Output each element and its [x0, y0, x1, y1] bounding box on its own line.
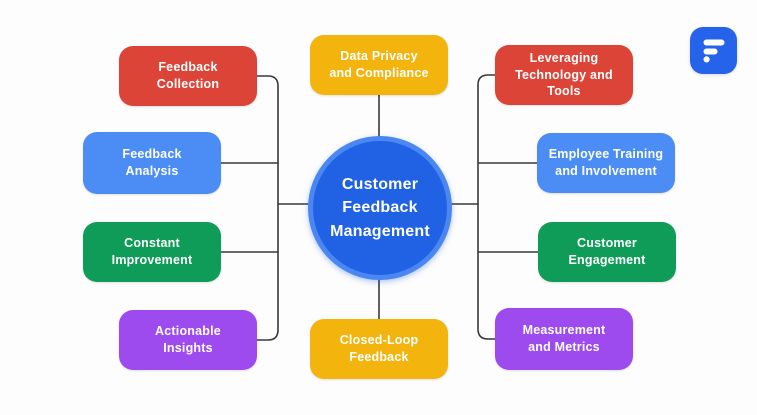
node-leveraging-technology-tools: Leveraging Technology and Tools: [495, 45, 633, 105]
node-measurement-metrics: Measurement and Metrics: [495, 308, 633, 370]
connector-left-trunk: [256, 75, 279, 341]
connector-right-trunk: [477, 74, 496, 340]
node-feedback-collection: Feedback Collection: [119, 46, 257, 106]
node-feedback-analysis: Feedback Analysis: [83, 132, 221, 194]
node-customer-engagement: Customer Engagement: [538, 222, 676, 282]
node-actionable-insights: Actionable Insights: [119, 310, 257, 370]
node-constant-improvement: Constant Improvement: [83, 222, 221, 282]
node-employee-training-involvement: Employee Training and Involvement: [537, 133, 675, 193]
node-data-privacy-compliance: Data Privacy and Compliance: [310, 35, 448, 95]
node-closed-loop-feedback: Closed-Loop Feedback: [310, 319, 448, 379]
brand-logo: [690, 27, 737, 74]
center-node-customer-feedback-management: Customer Feedback Management: [308, 136, 452, 280]
stylized-f-icon: [703, 39, 724, 62]
